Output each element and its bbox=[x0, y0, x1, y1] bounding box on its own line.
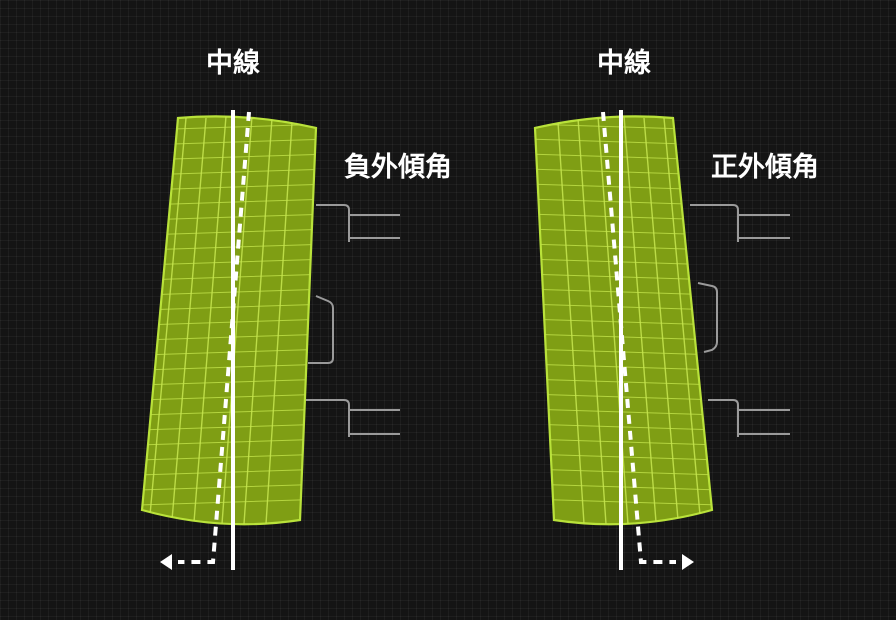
suspension-arms bbox=[304, 204, 400, 437]
tire-axis-line bbox=[178, 111, 251, 564]
camber-label: 負外傾角 bbox=[344, 151, 452, 183]
center-line-label: 中線 bbox=[597, 47, 651, 79]
camber-label: 正外傾角 bbox=[711, 151, 819, 183]
arrowhead-icon bbox=[682, 554, 694, 570]
center-line-label: 中線 bbox=[206, 47, 260, 79]
positive-camber-diagram: 中線 正外傾角 bbox=[533, 47, 819, 570]
arrowhead-icon bbox=[160, 554, 172, 570]
negative-camber-diagram: 中線 負外傾角 bbox=[140, 47, 452, 570]
tire-axis-line bbox=[601, 111, 676, 564]
suspension-arms bbox=[690, 204, 790, 437]
